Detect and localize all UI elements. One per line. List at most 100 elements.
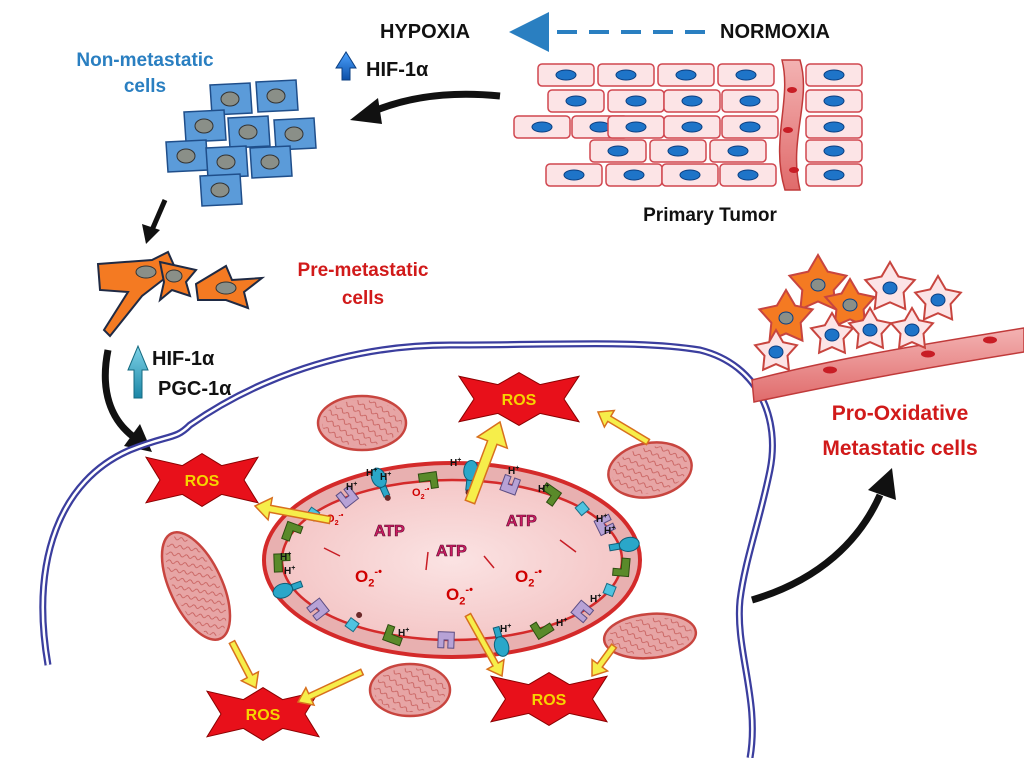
tumor-cell (649, 139, 707, 163)
respiratory-complex (417, 471, 439, 489)
respiratory-complex (570, 599, 595, 624)
proton-label: H+ (366, 467, 377, 479)
yellow-arrow (253, 496, 332, 525)
non-metastatic-cell (199, 173, 243, 207)
tumor-cell (805, 63, 863, 87)
tumor-cell (721, 115, 779, 139)
proton-label: H+ (284, 565, 295, 577)
hif-top-label: HIF-1α (366, 59, 429, 81)
proton-label: H+ (508, 465, 519, 477)
hif-pgc-up-arrow (127, 344, 149, 399)
metastatic-cell (757, 288, 815, 343)
tumor-cell (805, 139, 863, 163)
flow-arrow (323, 547, 341, 557)
atp-label: ATP (374, 523, 405, 540)
small-mitochondria (160, 394, 698, 718)
tumor-cell (589, 139, 647, 163)
tumor-cell (709, 139, 767, 163)
proton-label: H+ (450, 457, 461, 469)
respiratory-complex (335, 485, 360, 509)
non-metastatic-cell (209, 82, 253, 116)
tumor-cell (663, 115, 721, 139)
yellow-arrow (464, 420, 509, 505)
respiratory-complex (281, 520, 304, 542)
tumor-cell (805, 89, 863, 113)
non-metastatic-cell (227, 115, 271, 149)
metastatic-cell (847, 306, 893, 350)
respiratory-complex (272, 580, 304, 599)
cell-to-metastatic-arrow (751, 468, 896, 604)
proton-label: H+ (280, 551, 291, 563)
respiratory-complex (602, 582, 617, 598)
atp-label: ATP (436, 543, 467, 560)
metastatic-cell (889, 306, 935, 350)
metastatic-blood-vessel (751, 327, 1024, 403)
flow-arrow (425, 551, 429, 571)
respiratory-complex (370, 467, 391, 501)
proton-label: H+ (590, 593, 601, 605)
pre-metastatic-label-line2: cells (342, 288, 384, 309)
proton-label: H+ (538, 483, 549, 495)
respiratory-complex (574, 500, 590, 517)
mitochondrion (368, 662, 452, 718)
ros-star: ROS (205, 687, 321, 741)
metastatic-cell (863, 260, 917, 311)
yellow-arrow (596, 409, 651, 446)
non-metastatic-cell (183, 109, 227, 143)
tumor-cell (721, 89, 779, 113)
ros-label: ROS (502, 392, 537, 409)
respiratory-complex (492, 625, 510, 657)
pgc-mid-label: PGC-1α (158, 378, 232, 400)
tumor-cell (537, 63, 595, 87)
proton-label: H+ (596, 513, 607, 525)
metastatic-cell (823, 277, 877, 328)
flow-arrow (483, 555, 495, 569)
tumor-cell (663, 89, 721, 113)
respiratory-complex (344, 612, 363, 633)
respiratory-complex (437, 631, 455, 649)
tumor-cell (805, 115, 863, 139)
respiratory-complex (612, 557, 631, 578)
ros-star: ROS (489, 672, 609, 726)
pro-oxidative-metastatic-cluster (751, 253, 1024, 403)
tumor-cell (513, 115, 571, 139)
mitochondrion (316, 394, 408, 452)
red-blood-cell (783, 127, 793, 133)
non-metastatic-cell (273, 117, 317, 151)
yellow-arrow (464, 612, 505, 678)
non-metastatic-cell-cluster (165, 79, 317, 207)
metastatic-cell (913, 274, 963, 322)
ros-star: ROS (457, 372, 581, 426)
tumor-cell (607, 115, 665, 139)
yellow-arrow (296, 668, 365, 707)
mitochondrion (160, 531, 232, 641)
proton-label: H+ (556, 617, 567, 629)
nonmetastatic-to-premetastatic-arrow (142, 199, 168, 244)
tumor-cell (607, 89, 665, 113)
respiratory-complex (306, 597, 330, 622)
tumor-cell (657, 63, 715, 87)
primary-tumor-label: Primary Tumor (643, 205, 777, 226)
ros-label: ROS (185, 473, 220, 490)
non-metastatic-cell (165, 139, 209, 173)
pre-metastatic-label-line1: Pre-metastatic (298, 260, 429, 281)
large-mitochondrion (262, 461, 642, 659)
tumor-cell (545, 163, 603, 187)
proton-label: H+ (398, 627, 409, 639)
respiratory-complex (608, 536, 640, 552)
tumor-cell (605, 163, 663, 187)
non-metastatic-cell (255, 79, 299, 113)
cell-membrane (39, 340, 776, 759)
pre-metastatic-cells (96, 250, 266, 338)
atp-label: ATP (506, 513, 537, 530)
respiratory-complex (541, 482, 563, 507)
respiratory-complex (499, 473, 522, 496)
red-blood-cell (983, 336, 997, 344)
mitochondrion (602, 612, 698, 660)
tumor-cell (805, 163, 863, 187)
respiratory-complex (273, 553, 291, 573)
proton-label: H+ (380, 471, 391, 483)
hif-mid-label: HIF-1α (152, 348, 215, 370)
